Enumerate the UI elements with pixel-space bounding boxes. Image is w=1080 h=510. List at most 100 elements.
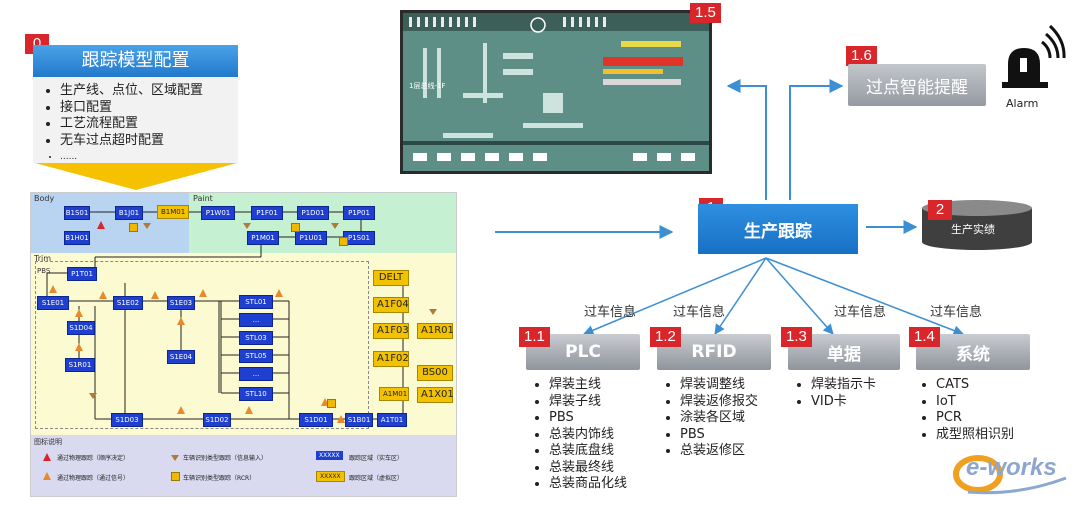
node-p1f01: P1F01 <box>251 206 283 220</box>
list-item: 总装底盘线 <box>549 443 627 460</box>
alarm-box: 过点智能提醒 <box>848 64 986 106</box>
paint-hourglass-marker <box>331 223 339 229</box>
list-item: 总装内饰线 <box>549 427 627 444</box>
node-a1x01: A1X01 <box>417 387 454 403</box>
body-hourglass-marker <box>143 223 151 229</box>
node-dots2: ... <box>239 367 273 381</box>
edge-label-plc: 过车信息 <box>584 305 637 320</box>
node-s1e01: S1E01 <box>37 296 69 310</box>
node-p1m01: P1M01 <box>247 231 279 245</box>
legend-blue-box: XXXXX <box>316 451 343 460</box>
node-s1r01: S1R01 <box>65 358 95 372</box>
node-a1t01: A1T01 <box>377 413 407 427</box>
node-bs00: BS00 <box>417 365 453 381</box>
legend-text: 车辆识别类型跟踪（信息输入） <box>183 455 268 462</box>
node-stl10: STL10 <box>239 387 273 401</box>
list-item: 焊装主线 <box>549 377 627 394</box>
node-a1r01: A1R01 <box>417 323 454 339</box>
node-s1e02: S1E02 <box>113 296 143 310</box>
config-title: 跟踪模型配置 <box>33 45 238 77</box>
legend-text: 车辆识别类型跟踪（RCR） <box>183 475 256 482</box>
trim-triangle-marker <box>151 291 159 299</box>
paint-square-marker <box>291 223 300 232</box>
node-p1t01: P1T01 <box>67 267 97 281</box>
arrow-to-alarm <box>789 79 844 200</box>
node-p1u01: P1U01 <box>295 231 327 245</box>
list-item: 成型照相识别 <box>936 427 1014 444</box>
source-plc-list: 焊装主线 焊装子线 PBS 总装内饰线 总装底盘线 总装最终线 总装商品化线 <box>531 377 627 493</box>
trim-triangle-marker <box>177 317 185 325</box>
config-item: 接口配置 <box>60 100 203 117</box>
node-s1d02: S1D02 <box>203 413 231 427</box>
list-item: PCR <box>936 410 1014 427</box>
list-item: 总装最终线 <box>549 460 627 477</box>
config-down-arrow <box>35 163 237 190</box>
monitor-schematic <box>403 13 709 161</box>
legend-text: 跟踪区域（实车区） <box>349 455 404 462</box>
arrow-to-system <box>765 257 964 336</box>
trim-triangle-marker <box>275 289 283 297</box>
node-b1h01: B1H01 <box>64 231 90 245</box>
list-item: 总装商品化线 <box>549 476 627 493</box>
trim-triangle-marker <box>337 415 345 423</box>
source-doc-badge: 1.3 <box>781 327 812 347</box>
alarm-icon <box>1002 24 1066 88</box>
edge-label-system: 过车信息 <box>930 305 983 320</box>
zone-inner-dashed <box>35 261 369 429</box>
db-title: 生产实绩 <box>951 223 995 236</box>
trim-triangle-marker <box>75 309 83 317</box>
eworks-watermark-logo: e-works <box>948 448 1068 498</box>
arrow-to-doc <box>765 257 834 335</box>
node-p1w01: P1W01 <box>201 206 235 220</box>
arrow-to-rfid <box>714 257 767 335</box>
trim-triangle-marker <box>321 398 329 406</box>
source-rfid-badge: 1.2 <box>650 327 681 347</box>
node-a1f03: A1F03 <box>373 323 409 339</box>
paint-square-marker <box>339 237 348 246</box>
node-s1e04: S1E04 <box>167 350 195 364</box>
source-system-badge: 1.4 <box>909 327 940 347</box>
config-list: 生产线、点位、区域配置 接口配置 工艺流程配置 无车过点超时配置 ...... <box>42 83 203 166</box>
node-dots1: ... <box>239 313 273 327</box>
config-item: 无车过点超时配置 <box>60 133 203 150</box>
node-s1b01: S1B01 <box>345 413 373 427</box>
list-item: PBS <box>549 410 627 427</box>
monitor-caption: 1层总线-1F <box>409 82 446 90</box>
legend-orange-triangle-icon <box>43 472 51 480</box>
arrow-to-screenshot <box>726 79 767 200</box>
node-p1d01: P1D01 <box>297 206 329 220</box>
node-a1f04: A1F04 <box>373 297 409 313</box>
config-panel <box>33 77 238 163</box>
node-s1d01: S1D01 <box>299 413 333 427</box>
paint-hourglass-marker <box>243 223 251 229</box>
trim-hourglass-marker <box>429 309 437 315</box>
edge-label-rfid: 过车信息 <box>673 305 726 320</box>
node-s1d04: S1D04 <box>67 321 95 335</box>
config-item: 生产线、点位、区域配置 <box>60 83 203 100</box>
node-stl03: STL03 <box>239 331 273 345</box>
trim-triangle-marker <box>99 291 107 299</box>
node-a1f02: A1F02 <box>373 351 409 367</box>
node-stl01: STL01 <box>239 295 273 309</box>
legend-red-triangle-icon <box>43 453 51 461</box>
edge-label-doc: 过车信息 <box>834 305 887 320</box>
source-doc-list: 焊装指示卡 VID卡 <box>793 377 876 410</box>
alarm-icon-label: Alarm <box>1006 97 1039 110</box>
node-b1s01: B1S01 <box>64 206 90 220</box>
body-square-marker <box>129 223 138 232</box>
list-item: CATS <box>936 377 1014 394</box>
trim-triangle-marker <box>199 289 207 297</box>
db-badge: 2 <box>928 200 952 220</box>
monitor-screen: 1层总线-1F <box>403 13 709 171</box>
node-s1e03: S1E03 <box>167 296 195 310</box>
zone-pbs-label: PBS <box>37 267 51 275</box>
trim-square-marker <box>327 399 336 408</box>
legend-square-icon <box>171 472 180 481</box>
zone-paint-label: Paint <box>193 194 213 203</box>
screenshot-badge: 1.5 <box>690 3 721 23</box>
legend-title: 图标说明 <box>34 438 62 446</box>
list-item: 涂装各区域 <box>680 410 758 427</box>
arrow-to-plc <box>583 257 767 336</box>
list-item: 总装返修区 <box>680 443 758 460</box>
